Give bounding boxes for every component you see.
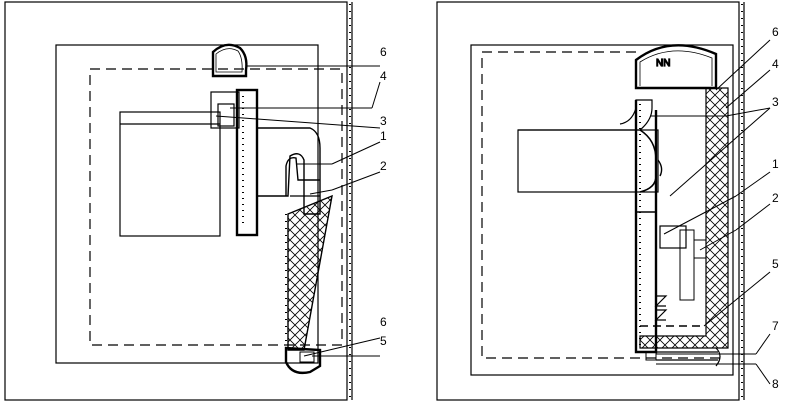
right-figure: NN (436, 1, 771, 401)
left-hatched-wedge (287, 194, 333, 351)
left-bottom-cap (284, 346, 322, 375)
right-outer-rect (470, 44, 734, 376)
right-callout-4: 4 (772, 57, 779, 71)
right-leaders (650, 39, 771, 385)
right-cap-symbol: NN (656, 58, 670, 69)
right-channel (518, 99, 653, 131)
left-outer-frame (4, 1, 348, 401)
right-dashed-rect (481, 51, 720, 359)
left-top-cap (211, 43, 248, 78)
right-callout-5: 5 (772, 257, 779, 271)
right-callout-3: 3 (772, 95, 779, 109)
right-callouts: 6 4 3 1 2 5 7 8 (772, 25, 779, 391)
left-dashed-rect (89, 68, 343, 346)
left-leaders (215, 65, 381, 357)
right-callout-2: 2 (772, 191, 779, 205)
right-outer-frame (436, 1, 740, 401)
right-callout-8: 8 (772, 377, 779, 391)
left-callout-6-bottom: 6 (380, 315, 387, 329)
right-callout-7: 7 (772, 319, 779, 333)
left-figure (4, 1, 381, 401)
right-callout-6: 6 (772, 25, 779, 39)
left-inner-box (119, 111, 221, 237)
left-conductor (235, 88, 259, 237)
left-callout-5: 5 (380, 334, 387, 348)
right-lower-box (659, 225, 687, 249)
left-callout-4: 4 (380, 69, 387, 83)
right-zigzag (654, 295, 668, 321)
right-callout-1: 1 (772, 157, 779, 171)
right-top-cap (634, 44, 718, 90)
left-upper-bend (256, 127, 321, 215)
left-callout-3: 3 (380, 114, 387, 128)
left-callout-2: 2 (380, 159, 387, 173)
right-hatched-band (639, 87, 729, 349)
left-callouts: 6 4 3 1 2 6 5 (380, 45, 387, 348)
left-callout-6-top: 6 (380, 45, 387, 59)
left-outer-rect (55, 44, 319, 364)
left-callout-1: 1 (380, 129, 387, 143)
